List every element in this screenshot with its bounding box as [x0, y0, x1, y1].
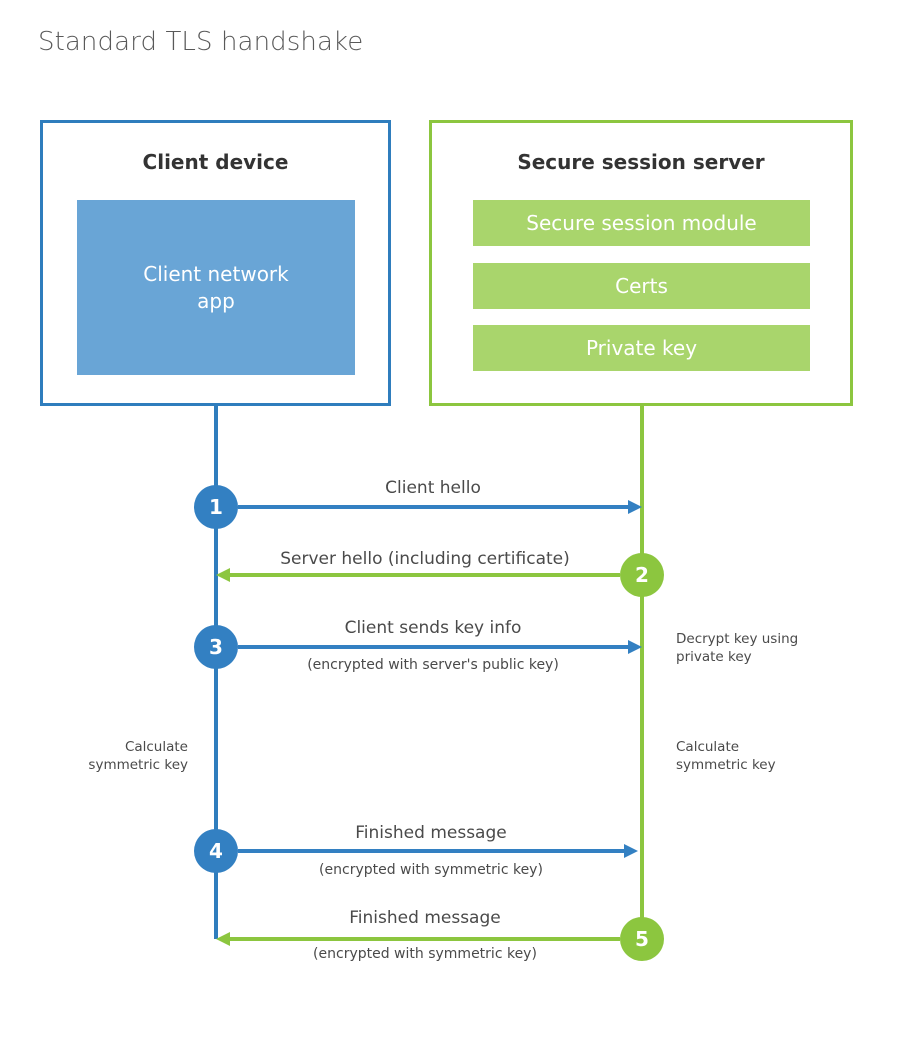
- arrowhead-right-icon: [628, 500, 642, 514]
- annotation-decrypt-key: Decrypt key using private key: [676, 631, 799, 665]
- client-device-box: Client device Client network app: [40, 120, 391, 406]
- server-block-label: Certs: [615, 274, 668, 298]
- annotation-server-calculate-symmetric-key: Calculate symmetric key: [676, 739, 776, 773]
- message-arrow-line-1: [238, 505, 628, 509]
- arrowhead-right-icon: [628, 640, 642, 654]
- server-block-label: Secure session module: [526, 211, 757, 235]
- message-sublabel-5: (encrypted with symmetric key): [313, 946, 537, 962]
- step-circle-5[interactable]: 5: [620, 917, 664, 961]
- client-lifeline: [214, 405, 218, 939]
- server-block-certs: Certs: [473, 263, 810, 309]
- arrowhead-left-icon: [216, 932, 230, 946]
- step-circle-4[interactable]: 4: [194, 829, 238, 873]
- server-block-secure-session-module: Secure session module: [473, 200, 810, 246]
- message-sublabel-3: (encrypted with server's public key): [307, 657, 559, 673]
- arrowhead-right-icon: [624, 844, 638, 858]
- step-circle-3[interactable]: 3: [194, 625, 238, 669]
- message-label-2: Server hello (including certificate): [280, 549, 570, 569]
- secure-session-server-box: Secure session server Secure session mod…: [429, 120, 853, 406]
- message-arrow-line-4: [238, 849, 624, 853]
- message-arrow-line-5: [230, 937, 620, 941]
- client-network-app-label: Client network app: [143, 262, 289, 313]
- client-network-app-block: Client network app: [77, 200, 355, 375]
- client-device-title: Client device: [142, 150, 289, 174]
- page-title: Standard TLS handshake: [38, 27, 364, 57]
- message-label-3: Client sends key info: [344, 618, 522, 638]
- step-circle-2[interactable]: 2: [620, 553, 664, 597]
- server-block-private-key: Private key: [473, 325, 810, 371]
- message-label-4: Finished message: [355, 823, 507, 843]
- arrowhead-left-icon: [216, 568, 230, 582]
- secure-session-server-title: Secure session server: [517, 150, 765, 174]
- server-lifeline: [640, 405, 644, 939]
- annotation-client-calculate-symmetric-key: Calculate symmetric key: [88, 739, 188, 773]
- message-arrow-line-2: [230, 573, 620, 577]
- server-block-label: Private key: [585, 336, 698, 360]
- step-circle-1[interactable]: 1: [194, 485, 238, 529]
- message-label-1: Client hello: [385, 478, 481, 498]
- message-sublabel-4: (encrypted with symmetric key): [319, 862, 543, 878]
- message-arrow-line-3: [238, 645, 628, 649]
- message-label-5: Finished message: [349, 908, 501, 928]
